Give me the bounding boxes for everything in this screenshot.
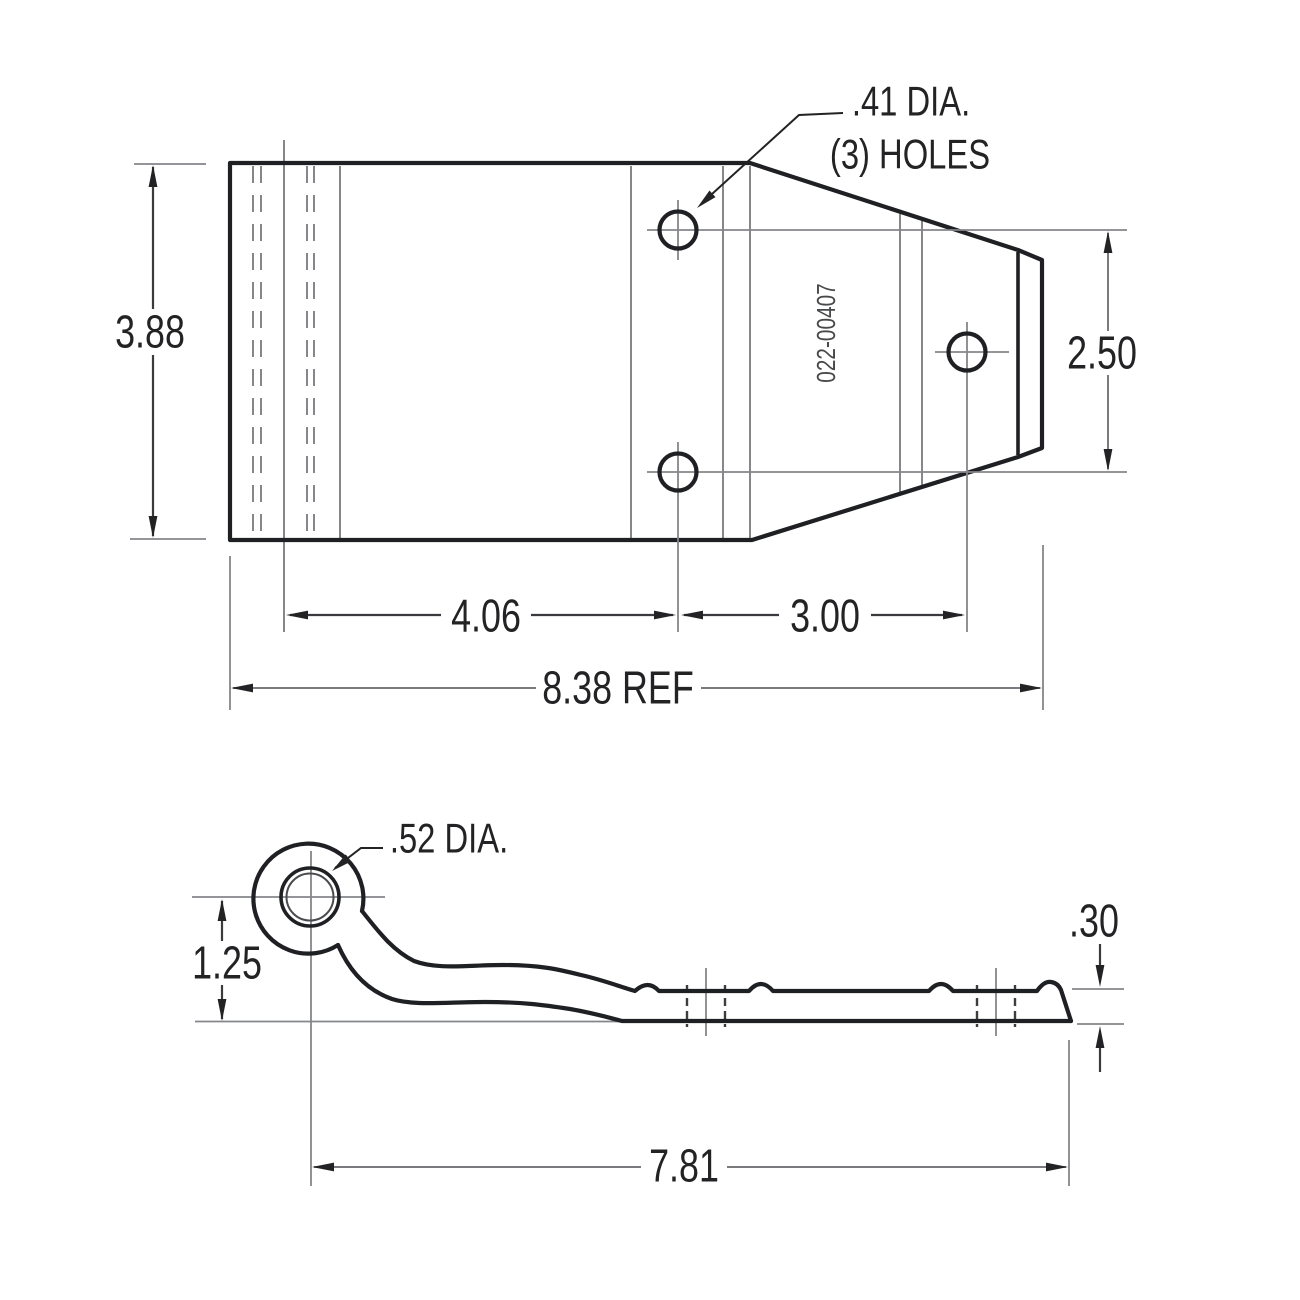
eye-curl-outline (251, 841, 366, 956)
dim-hole-to-hole-label: 3.00 (790, 590, 860, 641)
bend-lines (252, 140, 923, 632)
dim-overall-838: 8.38 REF (229, 545, 1044, 714)
dim-length-label: 7.81 (649, 1140, 719, 1191)
dim-height-388: 3.88 (115, 163, 206, 540)
side-centerlines (192, 851, 997, 1186)
dim-height-label: 3.88 (115, 306, 185, 357)
dim-left-to-hole-406: 4.06 (286, 590, 676, 642)
dim-eye-height-125: 1.25 (192, 899, 262, 1021)
eye-hole-callout: .52 DIA. (390, 815, 508, 862)
dim-length-781: 7.81 (312, 1040, 1070, 1192)
dim-thickness-label: .30 (1069, 895, 1119, 946)
strip-upper-surface (359, 908, 1074, 1024)
hole-callout-line2: (3) HOLES (830, 131, 990, 178)
eye-hole-inner (285, 872, 335, 922)
dim-overall-label: 8.38 REF (542, 662, 694, 713)
leader-arrowhead (332, 854, 352, 871)
dim-hole-spacing-label: 2.50 (1067, 327, 1137, 378)
dim-eye-height-label: 1.25 (192, 937, 262, 988)
strip-lower-surface (335, 942, 1074, 1024)
dim-left-to-hole-label: 4.06 (451, 590, 521, 641)
hole-bottom (657, 451, 699, 493)
top-view: .41 DIA. (3) HOLES 022-00407 3.88 2.50 (115, 78, 1137, 714)
dim-hole-to-hole-300: 3.00 (681, 590, 965, 642)
dim-thickness-030: .30 (1069, 895, 1124, 1072)
hole-callout-leader (697, 112, 844, 208)
hole-top (657, 209, 699, 251)
hole-right (946, 331, 988, 373)
leader-arrowhead (697, 190, 716, 208)
hole-callout-line1: .41 DIA. (852, 78, 970, 125)
part-number: 022-00407 (812, 283, 841, 382)
eye-hole-callout-leader (332, 847, 383, 871)
eye-hole-outer (279, 866, 341, 928)
hole-centerlines (647, 200, 1127, 632)
side-view: .52 DIA. 1.25 .30 7.81 (192, 815, 1124, 1192)
bracket-outline (227, 160, 1045, 543)
dim-hole-spacing-250: 2.50 (1067, 231, 1137, 471)
